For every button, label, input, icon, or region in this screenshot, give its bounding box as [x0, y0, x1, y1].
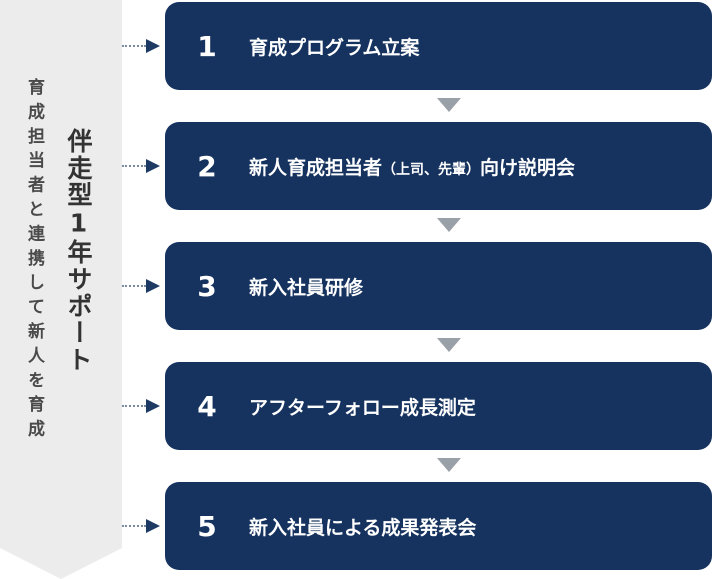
arrow-right-icon	[146, 279, 160, 293]
step-title: 新入社員研修	[249, 273, 363, 300]
step-title-text: 新入社員による成果発表会	[249, 516, 477, 539]
support-sub-label: 育成担当者と連携して新人を育成	[24, 78, 44, 444]
arrow-right-icon	[146, 399, 160, 413]
step-4-box: 4 アフターフォロー成長測定	[165, 362, 712, 450]
step-title: 育成プログラム立案	[249, 33, 419, 60]
arrow-right-icon	[146, 39, 160, 53]
down-arrow-icon	[437, 218, 461, 232]
arrow-right-icon	[146, 519, 160, 533]
step-number: 1	[197, 29, 217, 63]
step-title: 新人育成担当者（上司、先輩）向け説明会	[249, 153, 575, 180]
arrow-right-icon	[146, 159, 160, 173]
connector-dots	[122, 45, 146, 47]
down-arrow-icon	[437, 338, 461, 352]
step-number: 5	[197, 509, 217, 543]
down-arrow-icon	[437, 98, 461, 112]
step-title-text: 新人育成担当者	[249, 156, 383, 179]
step-title-text: 新入社員研修	[249, 276, 364, 299]
connector-arrow-step-1	[122, 39, 160, 53]
connector-dots	[122, 285, 146, 287]
step-number: 3	[197, 269, 217, 303]
connector-dots	[122, 405, 146, 407]
step-title-text: アフターフォロー成長測定	[249, 396, 476, 419]
down-arrow-icon	[437, 458, 461, 472]
step-5-box: 5 新入社員による成果発表会	[165, 482, 712, 570]
step-title-text: 育成プログラム立案	[249, 36, 420, 59]
step-title: アフターフォロー成長測定	[249, 393, 476, 420]
step-1-box: 1 育成プログラム立案	[165, 2, 712, 90]
connector-dots	[122, 525, 146, 527]
step-number: 4	[197, 389, 217, 423]
step-3-box: 3 新入社員研修	[165, 242, 712, 330]
step-title: 新入社員による成果発表会	[249, 513, 476, 540]
support-band-shape	[0, 0, 122, 579]
connector-arrow-step-5	[122, 519, 160, 533]
step-2-box: 2 新人育成担当者（上司、先輩）向け説明会	[165, 122, 712, 210]
step-title-suffix: 向け説明会	[480, 156, 576, 179]
connector-arrow-step-2	[122, 159, 160, 173]
step-number: 2	[197, 149, 217, 183]
support-main-label: 伴走型1年サポート	[64, 128, 93, 374]
support-band	[0, 0, 122, 579]
connector-arrow-step-4	[122, 399, 160, 413]
connector-arrow-step-3	[122, 279, 160, 293]
connector-dots	[122, 165, 146, 167]
step-title-note: （上司、先輩）	[382, 161, 481, 178]
